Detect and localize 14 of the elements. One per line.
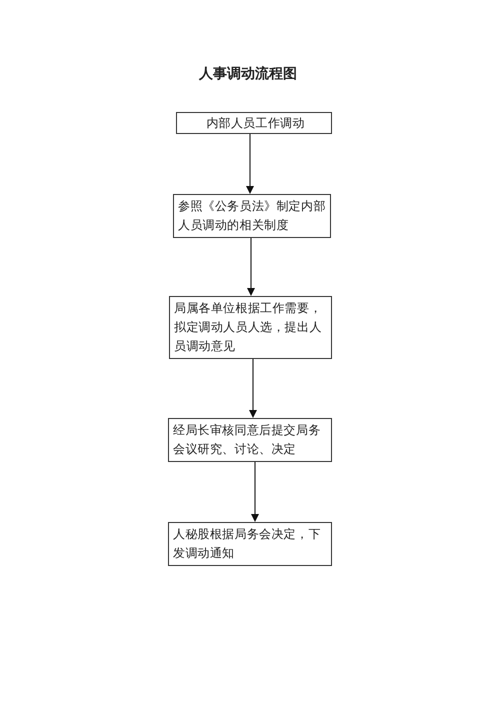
process-box: [168, 522, 332, 566]
arrow: [247, 238, 255, 296]
step-text: 局属各单位根据工作需要，拟定调动人员人选，提出人员调动意见: [173, 300, 323, 355]
step-text: 内部人员工作调动: [205, 115, 306, 132]
arrow: [246, 134, 254, 194]
diagram-title: 人事调动流程图: [199, 65, 297, 83]
process-box: [168, 418, 332, 462]
arrow: [251, 462, 259, 522]
process-box: [176, 112, 332, 134]
process-box: [169, 296, 332, 359]
step-text: 人秘股根据局务会决定，下发调动通知: [172, 526, 322, 562]
step-text: 经局长审核同意后提交局务会议研究、讨论、决定: [172, 422, 322, 458]
arrow: [249, 358, 257, 418]
step-text: 参照《公务员法》制定内部人员调动的相关制度: [177, 198, 327, 234]
